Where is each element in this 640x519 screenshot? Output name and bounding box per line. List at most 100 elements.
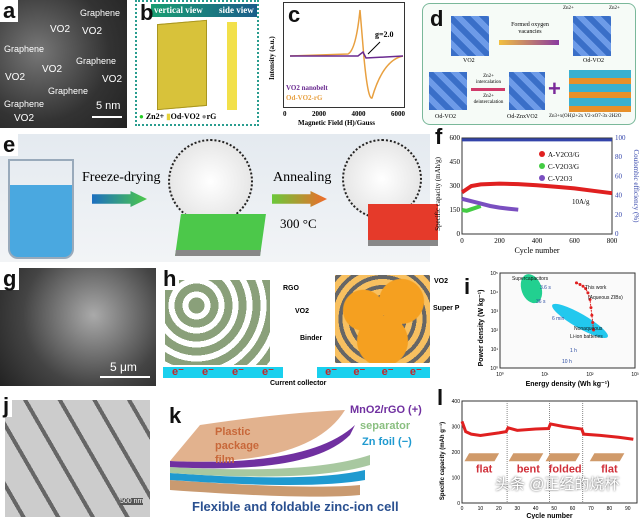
y-axis-label: Intensity (a.u.) [268,36,276,80]
series-C-V2O3 [461,196,519,212]
plastic-film-label: Plastic package film [215,426,260,466]
x-tick: 30 [514,506,520,512]
panel-h: h e⁻e⁻e⁻e⁻ e⁻e⁻e⁻e⁻ RGO VO2 Binder Curre… [160,265,430,390]
x-tick: 2000 [312,110,326,118]
panel-k: k Plastic package film MnO2/rGO (+) sepa… [160,395,430,519]
vertical-view-label: vertical view [154,5,203,15]
x-axis-label: Cycle number [526,513,573,519]
x-tick: 80 [607,506,613,512]
annotation: VO2 [42,64,63,75]
super-p-label: Super P [433,305,460,312]
panel-b: b vertical view side view ● Zn2+ ▮Od-VO2… [135,0,259,126]
name: Zn3+x(OH)2+2x V2-xO7-3x·2H2O [549,114,622,119]
y-tick: 300 [450,182,461,190]
panel-label: j [0,395,13,417]
legend-marker [539,175,545,181]
y-tick: 10⁰ [490,366,498,372]
name: Od-ZnxVO2 [507,114,538,120]
data-point [574,281,578,285]
data-point [589,306,593,310]
red-film [368,204,438,246]
y2-tick: 100 [615,134,626,142]
magnified-structure [168,139,253,224]
legend-odvo2: Od-VO2 [170,112,200,121]
data-point [592,328,596,332]
capacity-series [460,420,634,441]
arrow [471,88,505,91]
step-freeze-drying: Freeze-drying [82,170,161,185]
data-point [588,298,592,302]
y2-axis-label: Coulombic efficiency (%) [632,150,640,224]
legend-vo2: VO2 nanobelt [286,84,328,92]
beaker-icon [8,159,74,259]
side-view-label: side view [218,5,254,15]
electron: e⁻ [381,366,394,378]
rgo-network [165,280,270,365]
annotation: Graphene [4,99,45,109]
legend-marker [539,163,545,169]
x-tick: 4000 [351,110,366,118]
x-tick: 60 [570,506,576,512]
scale-bar-label: 5 nm [96,100,121,112]
annotation: VO2 [102,74,123,85]
x-tick: 10⁰ [496,372,504,378]
y-tick: 400 [452,399,461,405]
annotation: 36 s [536,299,546,305]
data-point [586,291,590,295]
x-tick: 20 [496,506,502,512]
y-tick: 150 [450,206,461,214]
legend-rg: rG [206,112,217,121]
legend-label: A-V2O3/G [548,151,580,159]
device-illustration [464,453,500,462]
x-tick: 0 [461,506,464,512]
annotation: This work [585,285,607,291]
legend-odvo2rg: Od-VO2-rG [286,94,323,102]
bottom-film [170,480,360,497]
name: Od-VO2 [583,58,604,64]
annotation: Graphene [80,8,121,18]
x-tick: 10² [586,372,594,378]
separator-layer [170,455,370,477]
name: Od-VO2 [435,114,456,120]
scale-bar [92,116,122,118]
current-collector-label: Current collector [270,380,327,387]
legend-label: C-V2O3 [548,175,573,183]
panel-d: d + Formed oxygen vacancies Zn2+ interca… [422,3,636,125]
y2-tick: 80 [615,153,623,161]
electron: e⁻ [232,366,244,378]
x-tick: 800 [607,237,618,245]
data-point [584,287,588,291]
annotation: Graphene [48,86,89,96]
panel-label: l [437,385,444,410]
panel-label: f [435,124,443,149]
electron: e⁻ [353,366,366,378]
annotation: VO2 [5,72,26,83]
side-sheet [227,22,237,110]
y-tick: 10³ [491,309,499,315]
annotation: g=2.0 [375,30,394,39]
name: VO2 [463,58,475,64]
x-tick: 10¹ [541,372,549,378]
panel-label: k [169,403,182,428]
y-tick: 10¹ [491,347,499,353]
series-A-V2O3/G [460,181,613,196]
panel-a-tem-image: a VO2 VO2 VO2 VO2 VO2 VO2 Graphene Graph… [0,0,127,128]
segment-label: bent [517,463,541,475]
annotation: 1 h [570,348,577,354]
caption: Flexible and foldable zinc-ion cell [192,499,399,514]
panel-label: h [160,268,180,290]
series-vo2-nanobelt [290,50,404,59]
arrow-icon [92,191,147,207]
mno2-label: MnO2/rGO (+) [350,404,422,416]
od-vo2-crystal [573,16,611,56]
panel-e: e Freeze-drying Annealing 300 °C [0,134,438,262]
y-tick: 10⁵ [490,271,498,277]
annotation-arrow [367,41,381,55]
y2-tick: 0 [615,230,619,238]
epr-curves [289,9,404,99]
scale-bar-label: 5 μm [110,360,137,374]
electron: e⁻ [262,366,274,378]
x-tick: 90 [625,506,631,512]
